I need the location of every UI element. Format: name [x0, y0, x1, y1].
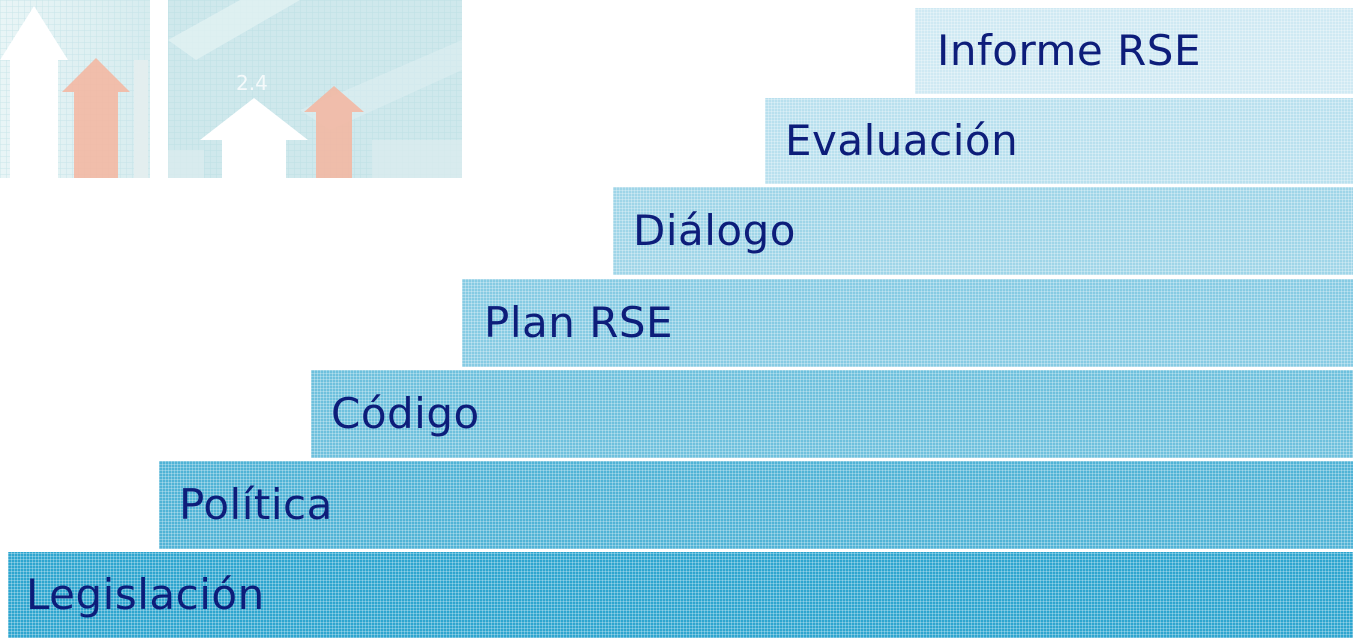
step-informe-rse: Informe RSE: [915, 8, 1353, 94]
decor-number-label: 2.4: [236, 71, 268, 95]
step-label: Plan RSE: [484, 298, 674, 347]
step-evaluacion: Evaluación: [765, 98, 1353, 184]
step-label: Diálogo: [633, 206, 796, 255]
step-label: Legislación: [26, 570, 265, 619]
header-decoration-image: 2.4: [0, 0, 462, 178]
step-legislacion: Legislación: [8, 552, 1353, 638]
step-politica: Política: [159, 461, 1353, 549]
growth-arrows-icon: 2.4: [0, 0, 462, 178]
step-dialogo: Diálogo: [613, 187, 1353, 275]
step-label: Informe RSE: [937, 26, 1202, 75]
step-label: Evaluación: [785, 116, 1019, 165]
step-label: Código: [331, 389, 480, 438]
step-codigo: Código: [311, 370, 1353, 458]
step-plan-rse: Plan RSE: [462, 279, 1353, 367]
step-label: Política: [179, 480, 333, 529]
